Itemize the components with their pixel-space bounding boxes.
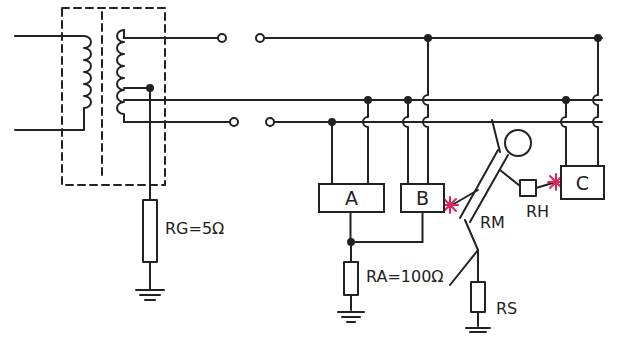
person-head [505, 130, 531, 156]
switch-contact [218, 34, 226, 42]
person-body [460, 150, 508, 222]
junction-dot [563, 97, 569, 103]
person-leg [450, 220, 478, 285]
tap-wire [593, 38, 598, 165]
resistor-symbol [344, 262, 358, 295]
earth-wire [350, 242, 352, 310]
resistor-symbol [520, 180, 536, 196]
junction-dot [365, 97, 371, 103]
resistor-label: RM [478, 214, 507, 232]
load-label: B [416, 187, 429, 209]
person-arm [500, 170, 520, 186]
switch-contact [256, 34, 264, 42]
load-label: C [576, 172, 589, 194]
load-box: B [400, 183, 445, 213]
earth-wire [124, 88, 150, 290]
tap-wire [423, 38, 428, 183]
person-arm [492, 120, 500, 152]
ground-symbol [338, 312, 364, 322]
tap-wire [331, 122, 333, 183]
person-arm [452, 190, 478, 205]
tap-wire [403, 100, 408, 183]
resistor-symbol [471, 282, 485, 312]
switch-contact [230, 118, 238, 126]
secondary-coil [117, 30, 124, 122]
ground-symbol [136, 290, 164, 300]
tap-wire [561, 100, 566, 165]
switch-contact [266, 118, 274, 126]
junction-dot [329, 119, 335, 125]
junction-dot [147, 85, 153, 91]
phase-wire [124, 37, 602, 39]
resistor-label: RG=5Ω [163, 220, 226, 238]
resistor-label: RH [524, 203, 551, 221]
ground-symbol [466, 312, 490, 332]
tap-wire [363, 100, 368, 183]
resistor-symbol [143, 200, 157, 262]
core-line [101, 12, 103, 180]
phase-wire [124, 99, 602, 101]
load-box: C [560, 165, 605, 200]
junction-dot [405, 97, 411, 103]
primary-coil [15, 36, 91, 130]
junction-dot [595, 35, 601, 41]
junction-dot [425, 35, 431, 41]
earth-wire [351, 213, 423, 242]
load-label: A [345, 187, 358, 209]
resistor-label: RA=100Ω [364, 268, 446, 286]
resistor-label: RS [494, 300, 519, 318]
load-box: A [318, 183, 385, 213]
